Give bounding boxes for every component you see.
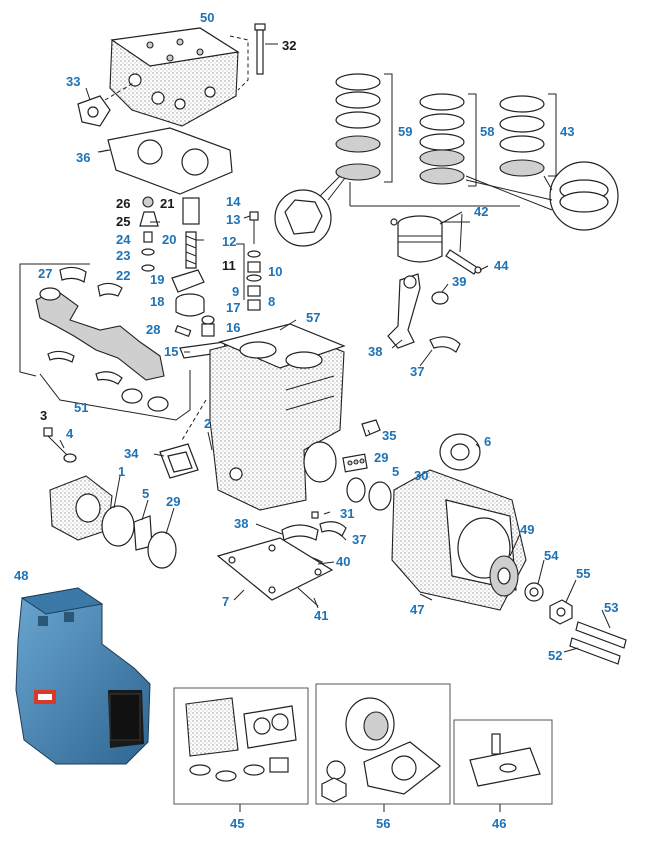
small-flange-gasket [77, 81, 136, 127]
callout-36: 36 [76, 150, 90, 165]
callout-49: 49 [520, 522, 534, 537]
callout-58: 58 [480, 124, 494, 139]
shaft-nut [549, 599, 573, 625]
callout-56: 56 [376, 816, 390, 831]
callout-43: 43 [560, 124, 574, 139]
callout-17: 17 [226, 300, 240, 315]
kit-box-45 [173, 687, 309, 805]
callout-32: 32 [282, 38, 296, 53]
callout-1: 1 [118, 464, 125, 479]
callout-labels: 50 32 33 36 59 58 43 26 21 25 24 23 22 2… [14, 10, 618, 831]
callout-10: 10 [268, 264, 282, 279]
callout-18: 18 [150, 294, 164, 309]
callout-44: 44 [494, 258, 509, 273]
callout-21: 21 [160, 196, 174, 211]
drive-gear [489, 555, 519, 597]
callout-55: 55 [576, 566, 590, 581]
callout-29a: 29 [374, 450, 388, 465]
callout-16: 16 [226, 320, 240, 335]
callout-15: 15 [164, 344, 178, 359]
leader-lines [59, 87, 611, 812]
studs [569, 621, 627, 665]
callout-24: 24 [116, 232, 131, 247]
callout-38a: 38 [368, 344, 382, 359]
callout-3: 3 [40, 408, 47, 423]
callout-19: 19 [150, 272, 164, 287]
unloader-body [171, 269, 227, 359]
callout-47: 47 [410, 602, 424, 617]
callout-51: 51 [74, 400, 88, 415]
callout-30: 30 [414, 468, 428, 483]
callout-52: 52 [548, 648, 562, 663]
callout-35: 35 [382, 428, 396, 443]
callout-38b: 38 [234, 516, 248, 531]
callout-59: 59 [398, 124, 412, 139]
callout-46: 46 [492, 816, 506, 831]
callout-2: 2 [204, 416, 211, 431]
callout-4: 4 [66, 426, 74, 441]
callout-53: 53 [604, 600, 618, 615]
callout-23: 23 [116, 248, 130, 263]
connecting-rod [387, 273, 461, 353]
callout-41: 41 [314, 608, 328, 623]
callout-33: 33 [66, 74, 80, 89]
callout-45: 45 [230, 816, 244, 831]
callout-12: 12 [222, 234, 236, 249]
unloader-parts [139, 196, 200, 272]
callout-42: 42 [474, 204, 488, 219]
callout-29b: 29 [166, 494, 180, 509]
callout-22: 22 [116, 268, 130, 283]
callout-6: 6 [484, 434, 491, 449]
piston [390, 215, 470, 263]
ring-detail-left [274, 175, 346, 247]
flange-gasket [159, 443, 199, 479]
piston-rings-43 [499, 93, 557, 177]
piston-rings-59 [335, 73, 393, 183]
callout-54: 54 [544, 548, 559, 563]
callout-31: 31 [340, 506, 354, 521]
callout-50: 50 [200, 10, 214, 25]
callout-28: 28 [146, 322, 160, 337]
callout-27: 27 [38, 266, 52, 281]
callout-20: 20 [162, 232, 176, 247]
lock-washer [524, 582, 544, 602]
head-gasket [99, 127, 233, 195]
crankshaft-group [19, 263, 191, 421]
callout-14: 14 [226, 194, 241, 209]
kit-box-56 [315, 683, 451, 805]
end-cover-bolt [43, 427, 77, 463]
shaft-seals [342, 453, 392, 511]
callout-26: 26 [116, 196, 130, 211]
callout-5a: 5 [392, 464, 399, 479]
wrist-pin [445, 249, 482, 275]
callout-34: 34 [124, 446, 139, 461]
crankcase [181, 323, 346, 511]
end-cover [49, 475, 177, 569]
kit-box-46 [453, 719, 553, 805]
callout-37a: 37 [410, 364, 424, 379]
piston-rings-58 [419, 93, 477, 187]
callout-25: 25 [116, 214, 130, 229]
callout-5b: 5 [142, 486, 149, 501]
check-valve [361, 419, 381, 437]
callout-9: 9 [232, 284, 239, 299]
callout-48: 48 [14, 568, 28, 583]
callout-13: 13 [226, 212, 240, 227]
callout-8: 8 [268, 294, 275, 309]
ring-detail-right [465, 161, 619, 231]
callout-40: 40 [336, 554, 350, 569]
head-bolt [254, 23, 278, 75]
compressor-photo [15, 587, 151, 765]
callout-39: 39 [452, 274, 466, 289]
valve-parts-right [236, 211, 262, 311]
bottom-cover [216, 537, 334, 607]
callout-7: 7 [222, 594, 229, 609]
callout-37b: 37 [352, 532, 366, 547]
main-bearing [439, 433, 481, 471]
cylinder-head [109, 27, 249, 127]
callout-11: 11 [222, 258, 236, 273]
callout-57: 57 [306, 310, 320, 325]
